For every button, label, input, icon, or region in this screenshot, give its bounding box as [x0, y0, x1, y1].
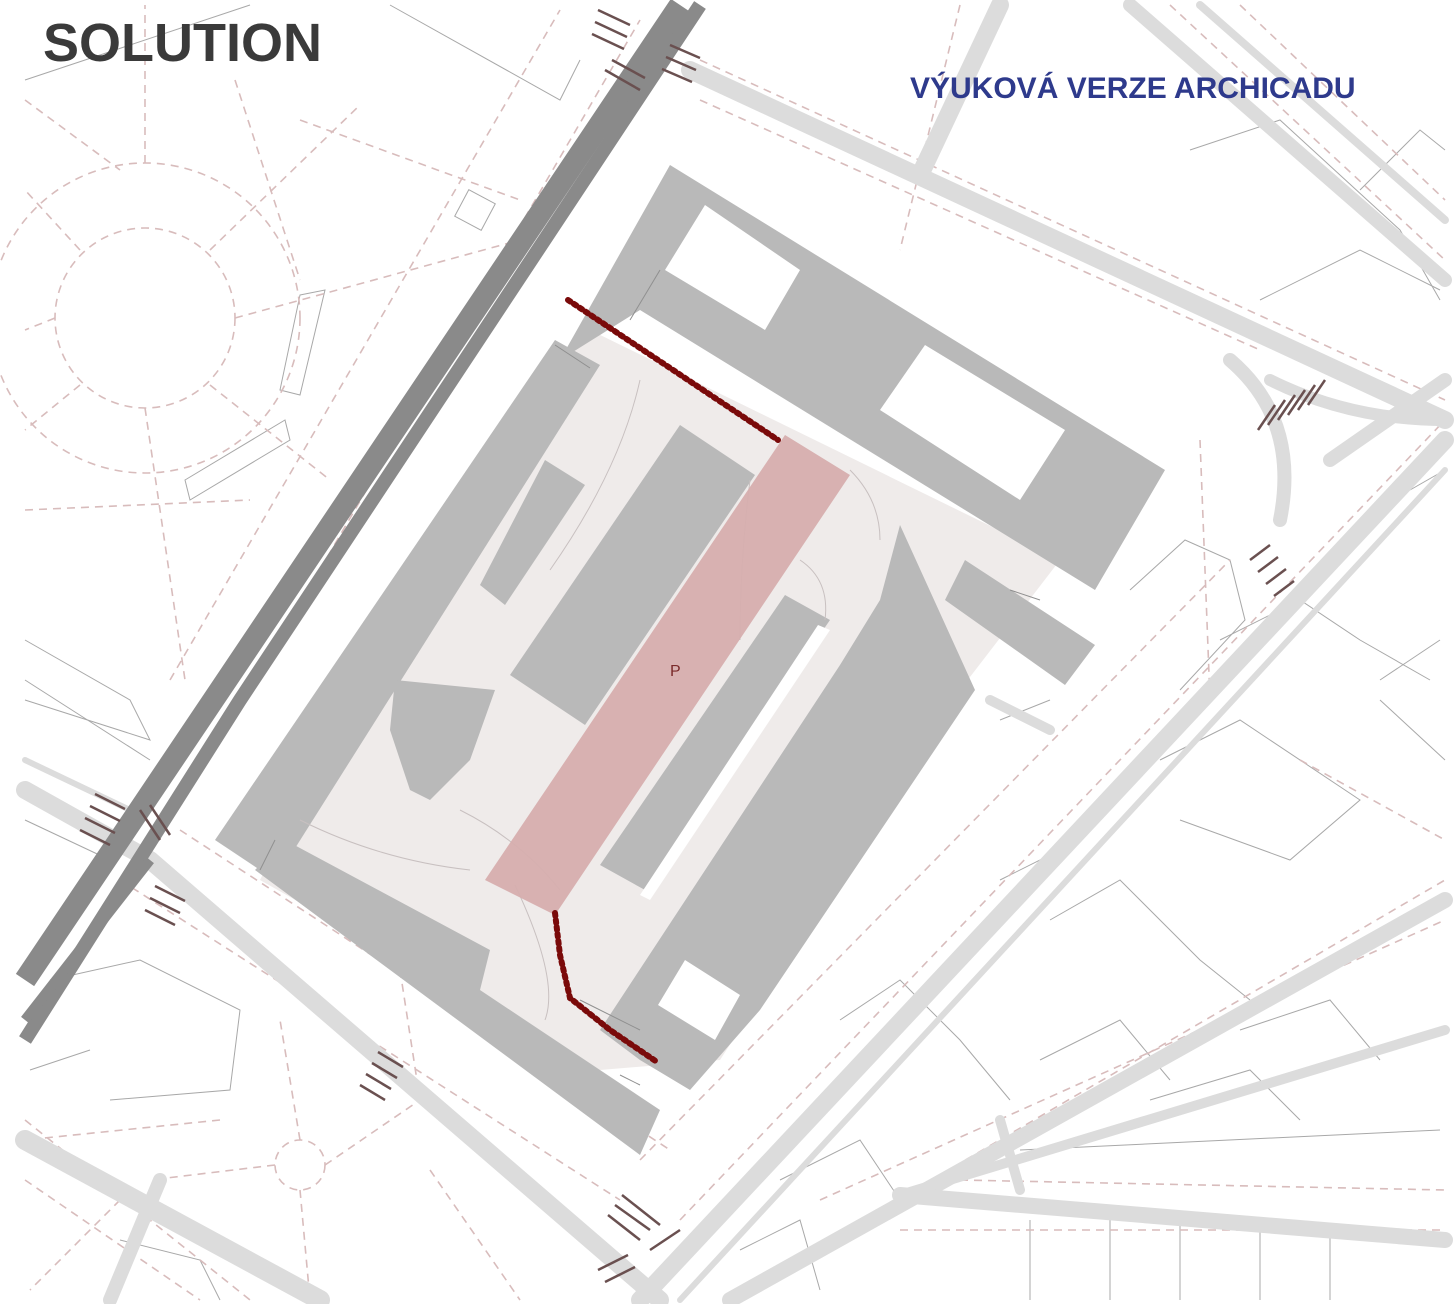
- page-title: SOLUTION: [43, 13, 322, 73]
- barrier-lines: [552, 297, 781, 1065]
- building-seams: [259, 269, 1041, 1086]
- crosswalks: [79, 8, 1327, 1284]
- building-voids: [640, 205, 1065, 1040]
- main-road: [15, 0, 706, 1044]
- parking-label: P: [670, 663, 681, 680]
- park-footpaths: [0, 5, 521, 1301]
- streets: [15, 0, 1454, 1304]
- watermark-label: VÝUKOVÁ VERZE ARCHICADU: [910, 72, 1356, 105]
- parking-zone: [485, 435, 850, 915]
